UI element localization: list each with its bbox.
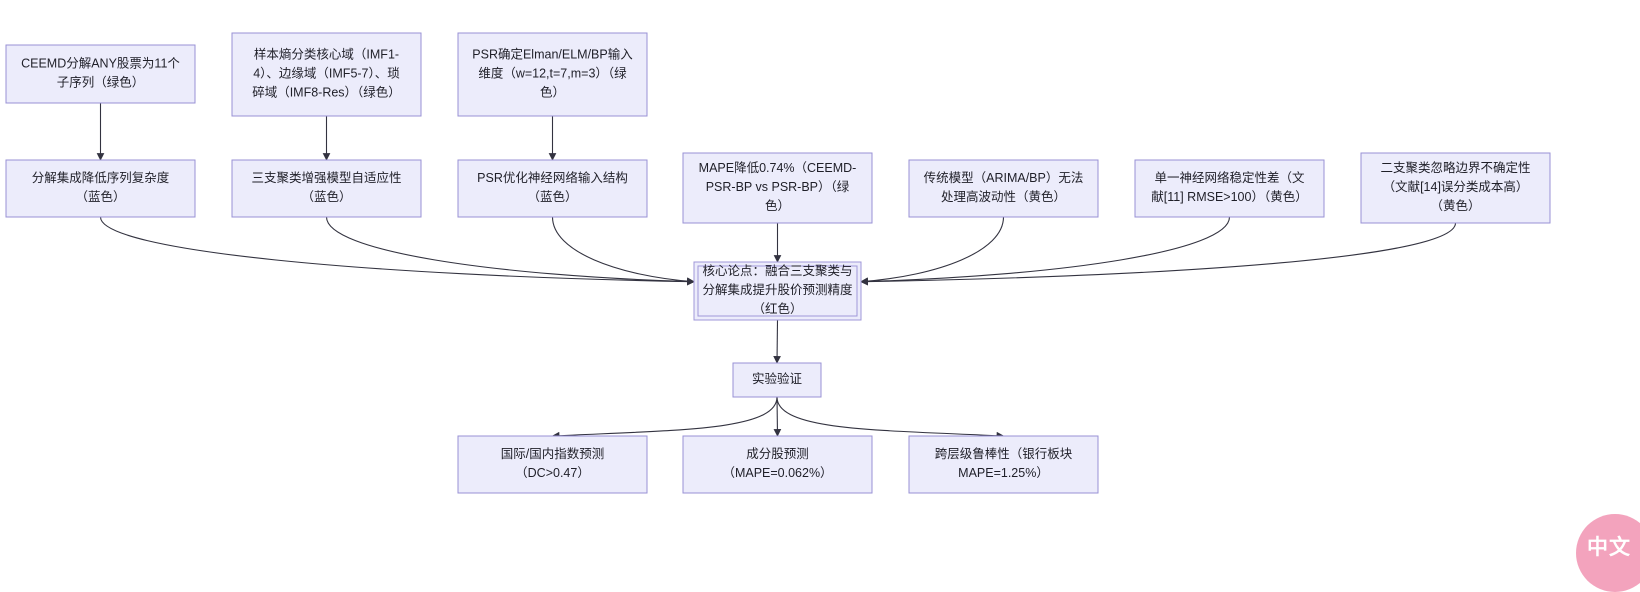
node-label: 三支聚类增强模型自适应性（蓝色）: [251, 170, 401, 204]
flow-edge: [551, 396, 778, 440]
node-label: PSR确定Elman/ELM/BP输入维度（w=12,t=7,m=3）（绿色）: [472, 47, 633, 100]
node-box: [732, 362, 822, 398]
flow-edge: [860, 216, 1005, 286]
node-label: 实验验证: [752, 371, 803, 386]
node-box: [908, 159, 1099, 218]
flowchart-canvas: CEEMD分解ANY股票为11个子序列（绿色） 样本熵分类核心域（IMF1-4）、…: [5, 32, 1551, 494]
node-box: [231, 159, 422, 218]
flow-edge: [325, 216, 695, 286]
flow-edge: [551, 216, 695, 286]
node-box: [693, 261, 862, 321]
node-box: [5, 159, 196, 218]
node-box-inner-border: [697, 265, 858, 317]
node-box: [457, 435, 648, 494]
node-label: PSR优化神经网络输入结构（蓝色）: [477, 170, 628, 204]
edges-layer: [96, 103, 1457, 440]
flow-node[interactable]: 实验验证: [732, 362, 822, 398]
node-box: [1360, 152, 1551, 224]
flow-node[interactable]: 单一神经网络稳定性差（文献[11] RMSE>100）（黄色）: [1134, 159, 1325, 218]
node-label: 样本熵分类核心域（IMF1-4）、边缘域（IMF5-7）、琐碎域（IMF8-Re…: [252, 47, 401, 100]
node-label: 分解集成降低序列复杂度（蓝色）: [32, 170, 170, 204]
flow-node[interactable]: 三支聚类增强模型自适应性（蓝色）: [231, 159, 422, 218]
watermark-label: 中文: [1587, 535, 1631, 559]
node-box: [1134, 159, 1325, 218]
node-box: [908, 435, 1099, 494]
flow-node[interactable]: 成分股预测（MAPE=0.062%）: [682, 435, 873, 494]
flow-edge: [776, 396, 1005, 440]
node-label: 核心论点：融合三支聚类与分解集成提升股价预测精度（红色）: [702, 263, 853, 316]
flow-node[interactable]: CEEMD分解ANY股票为11个子序列（绿色）: [5, 44, 196, 104]
flow-node[interactable]: 核心论点：融合三支聚类与分解集成提升股价预测精度（红色）: [693, 261, 862, 321]
node-box: [231, 32, 422, 117]
node-label: MAPE降低0.74%（CEEMD-PSR-BP vs PSR-BP）（绿色）: [699, 161, 857, 213]
node-box: [457, 159, 648, 218]
nodes-layer: CEEMD分解ANY股票为11个子序列（绿色） 样本熵分类核心域（IMF1-4）、…: [5, 32, 1551, 494]
flow-edge: [99, 216, 695, 286]
flow-node[interactable]: PSR优化神经网络输入结构（蓝色）: [457, 159, 648, 218]
flow-node[interactable]: PSR确定Elman/ELM/BP输入维度（w=12,t=7,m=3）（绿色）: [457, 32, 648, 117]
node-label: 国际/国内指数预测（DC>0.47）: [501, 446, 604, 480]
flow-edge: [860, 222, 1457, 286]
watermark-badge: 中文: [1576, 514, 1640, 592]
flow-edge: [860, 216, 1231, 286]
flow-edge: [773, 396, 782, 437]
node-box: [682, 152, 873, 224]
flow-node[interactable]: 分解集成降低序列复杂度（蓝色）: [5, 159, 196, 218]
flow-node[interactable]: 二支聚类忽略边界不确定性（文献[14]误分类成本高）（黄色）: [1360, 152, 1551, 224]
node-box: [457, 32, 648, 117]
node-label: 单一神经网络稳定性差（文献[11] RMSE>100）（黄色）: [1151, 170, 1307, 204]
flow-edge: [773, 319, 781, 364]
flow-node[interactable]: 样本熵分类核心域（IMF1-4）、边缘域（IMF5-7）、琐碎域（IMF8-Re…: [231, 32, 422, 117]
node-box: [682, 435, 873, 494]
flow-node[interactable]: 国际/国内指数预测（DC>0.47）: [457, 435, 648, 494]
node-label: CEEMD分解ANY股票为11个子序列（绿色）: [21, 57, 180, 90]
node-box: [5, 44, 196, 104]
node-label: 传统模型（ARIMA/BP）无法处理高波动性（黄色）: [924, 170, 1084, 204]
flow-node[interactable]: 传统模型（ARIMA/BP）无法处理高波动性（黄色）: [908, 159, 1099, 218]
flow-node[interactable]: MAPE降低0.74%（CEEMD-PSR-BP vs PSR-BP）（绿色）: [682, 152, 873, 224]
node-label: 成分股预测（MAPE=0.062%）: [722, 447, 832, 480]
node-label: 二支聚类忽略边界不确定性（文献[14]误分类成本高）（黄色）: [1380, 160, 1530, 213]
